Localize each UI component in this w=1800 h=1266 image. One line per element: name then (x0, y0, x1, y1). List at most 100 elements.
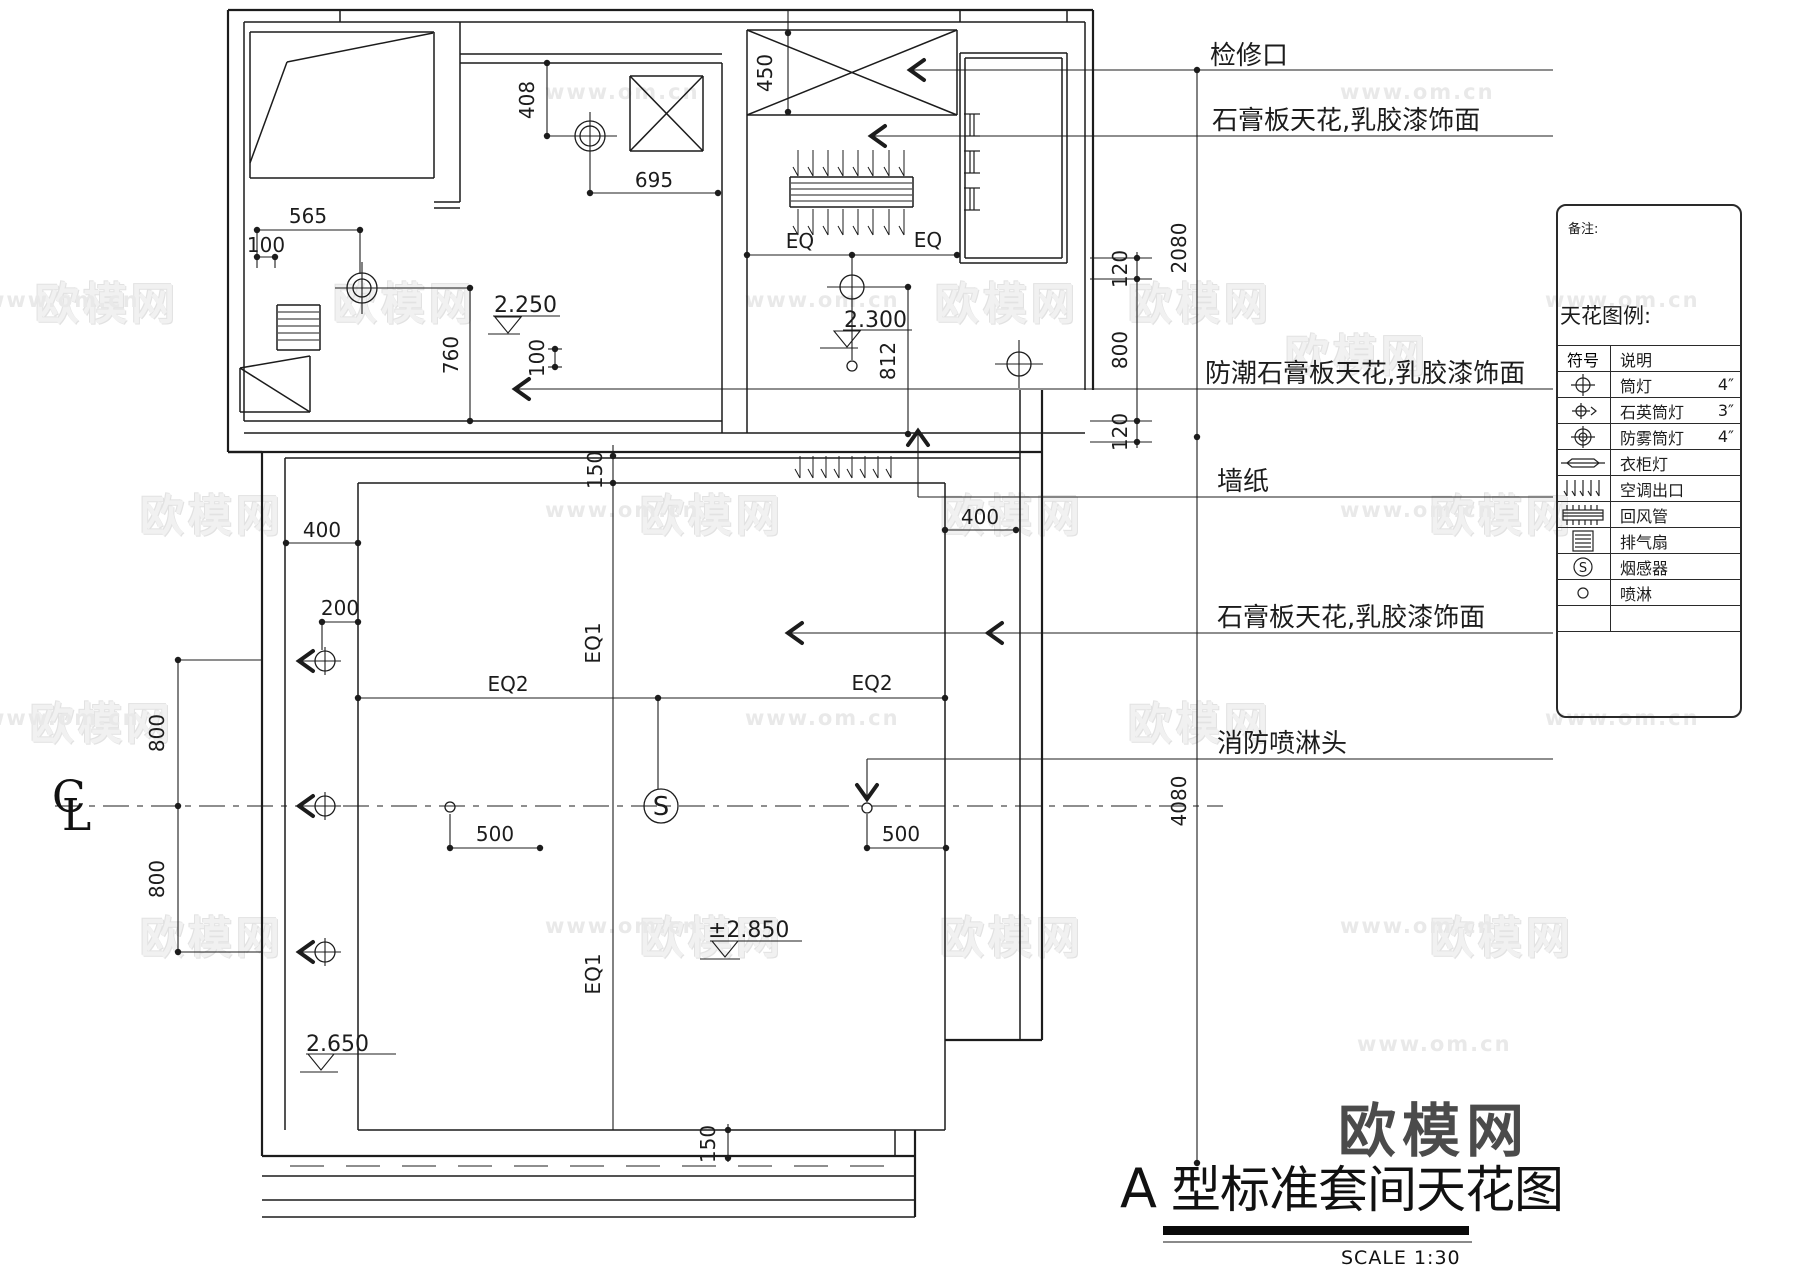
level-triangle-icon (493, 316, 523, 334)
dimension-text: 565 (289, 204, 327, 228)
legend-row: 喷淋 (1556, 580, 1742, 606)
dimension-dot (904, 430, 912, 438)
dimension-text: 100 (525, 339, 549, 377)
dimension-dot (253, 226, 261, 234)
legend-symbol-cell (1556, 372, 1611, 397)
legend-col-desc: 说明 (1620, 350, 1653, 370)
legend-symbol-cell (1556, 606, 1611, 631)
legend-desc-cell: 衣柜灯 (1611, 451, 1742, 475)
airflow-arrow-icon (794, 468, 801, 479)
dimension-text: EQ1 (581, 622, 605, 663)
dimension-text: 800 (145, 714, 169, 752)
dimension-dot (724, 1154, 732, 1162)
airflow-arrow-icon (859, 468, 866, 479)
dimension-dot (551, 363, 559, 371)
dimension-text: 100 (247, 233, 285, 257)
ac-outlet-icon (1595, 490, 1600, 496)
legend-desc-cell: 回风管 (1611, 503, 1742, 527)
wardrobe-light-icon (1561, 457, 1605, 468)
level-mark-text: 2.650 (306, 1032, 369, 1057)
watermark-brand-text: 欧模网 (140, 491, 284, 542)
annotation-label: 检修口 (1210, 41, 1288, 71)
dimension-dot (1012, 526, 1020, 534)
dimension-dot (784, 29, 792, 37)
airflow-arrow-icon (883, 225, 890, 236)
fog-downlight-icon (352, 278, 372, 298)
level-mark-text: 2.300 (844, 308, 907, 333)
dimension-dot (174, 948, 182, 956)
airflow-arrow-icon (792, 225, 799, 236)
smoke-detector-letter: S (653, 792, 670, 822)
wall-line (746, 29, 958, 116)
watermark-site-text: www.om.cn (1357, 1032, 1512, 1056)
wall-line (629, 75, 704, 152)
exhaust-fan-icon (1572, 529, 1594, 552)
airflow-arrow-icon (867, 166, 874, 177)
airflow-arrow-icon (822, 225, 829, 236)
title-prefix: A (1120, 1157, 1157, 1220)
title-name: 型标准套间天花图 (1170, 1161, 1564, 1219)
dimension-text: EQ2 (487, 672, 528, 696)
dimension-dot (586, 189, 594, 197)
smoke-detector-icon (643, 788, 679, 824)
annotation-label: 防潮石膏板天花,乳胶漆饰面 (1205, 359, 1525, 389)
legend-desc-cell: 空调出口 (1611, 477, 1742, 501)
quartz-downlight-icon (314, 941, 336, 963)
legend-label: 防雾筒灯 (1620, 428, 1685, 448)
sprinkler-icon (861, 802, 873, 814)
dimension-dot (743, 251, 751, 259)
dimension-dot (174, 656, 182, 664)
airflow-arrow-icon (852, 225, 859, 236)
dimension-dot (953, 251, 961, 259)
airflow-arrow-icon (837, 166, 844, 177)
dimension-dot (551, 345, 559, 353)
dimension-text: 695 (635, 168, 673, 192)
dimension-dot (536, 844, 544, 852)
leader-arrow-icon (984, 621, 1004, 645)
watermark-site-text: www.om.cn (745, 288, 900, 312)
watermark-brand-text: 欧模网 (1430, 491, 1574, 542)
airflow-arrow-icon (867, 225, 874, 236)
wall-line (239, 367, 311, 413)
dimension-text: 800 (1108, 331, 1132, 369)
watermark-dark-brand: 欧模网 (1338, 1097, 1531, 1165)
dimension-dot (354, 539, 362, 547)
return-duct-icon (1562, 504, 1604, 525)
dimension-dot (253, 253, 261, 261)
legend-label: 烟感器 (1620, 558, 1669, 578)
quartz-downlight-icon (1572, 402, 1597, 419)
dimension-dot (863, 844, 871, 852)
dimension-text: EQ1 (581, 953, 605, 994)
dimension-dot (318, 618, 326, 626)
dimension-dot (1193, 66, 1201, 74)
return-duct-icon (1562, 508, 1604, 521)
dimension-text: 400 (303, 518, 341, 542)
dimension-text: 812 (876, 342, 900, 380)
legend-title: 天花图例: (1560, 304, 1652, 328)
leader-arrow-icon (295, 649, 315, 673)
legend-label: 回风管 (1620, 506, 1669, 526)
watermark-site-text: www.om.cn (1545, 706, 1700, 730)
level-triangle-icon (710, 940, 740, 958)
watermark-brand-text: 欧模网 (935, 279, 1079, 330)
level-triangle-icon (832, 330, 862, 348)
watermark-brand-text: 欧模网 (640, 491, 784, 542)
dimension-text: 4080 (1167, 776, 1191, 827)
leader-arrow-icon (906, 427, 930, 447)
dimension-dot (609, 452, 617, 460)
airflow-arrow-icon (807, 166, 814, 177)
watermark-site-text: www.om.cn (1340, 80, 1495, 104)
fog-downlight-icon (574, 120, 606, 152)
annotation-label: 墙纸 (1217, 467, 1269, 497)
dimension-text: 400 (961, 505, 999, 529)
dimension-dot (942, 844, 950, 852)
dimension-dot (1133, 438, 1141, 446)
airflow-arrow-icon (852, 166, 859, 177)
